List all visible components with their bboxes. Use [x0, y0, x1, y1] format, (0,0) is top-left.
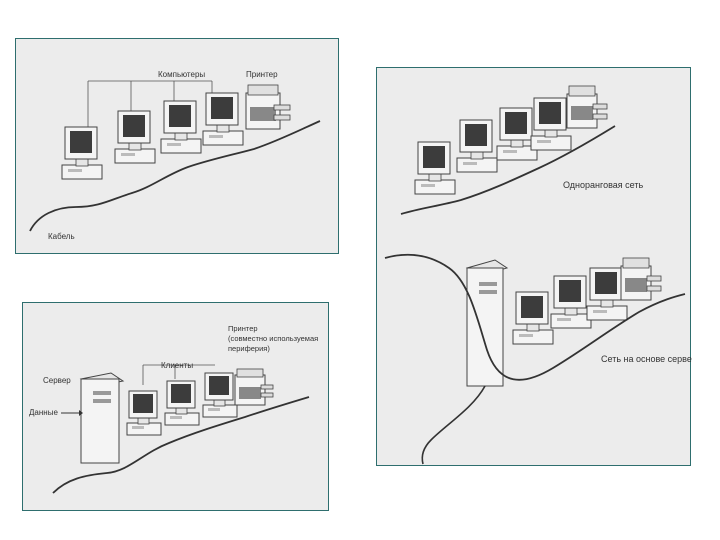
peer-computer-1: [414, 141, 456, 195]
server-network-label: Сеть на основе сервера: [601, 354, 692, 364]
server-cable-tail: [421, 385, 486, 465]
computer-4: [202, 92, 244, 146]
bus-network-illustration: Компьютеры Принтер Кабель: [29, 70, 321, 241]
computer-1: [61, 126, 103, 180]
network-comparison-illustration: Одноранговая сеть Сеть на основе сервера: [384, 85, 692, 465]
computer-3: [160, 100, 202, 154]
client-3: [202, 372, 238, 418]
clients-label: Клиенты: [161, 361, 193, 370]
printer-label-shared: (совместно используемая: [228, 334, 318, 343]
network-comparison-diagram: Одноранговая сеть Сеть на основе сервера: [376, 67, 692, 466]
peer-cable: [400, 125, 616, 215]
network-cable: [52, 396, 310, 494]
server-network-illustration: Сервер Данные Клиенты Принтер (совместно…: [29, 324, 318, 494]
computer-2: [114, 110, 156, 164]
data-label: Данные: [29, 408, 58, 417]
server-tower: [465, 259, 509, 387]
server-network-cable: [384, 253, 686, 381]
printer: [245, 84, 291, 130]
printer-label: Принтер: [228, 324, 258, 333]
shared-printer: [234, 368, 274, 406]
server-tower: [79, 372, 125, 464]
printer-label-peripheral: периферия): [228, 344, 270, 353]
printer-label: Принтер: [246, 70, 278, 79]
cable-label: Кабель: [48, 232, 75, 241]
peer-computer-3: [496, 107, 538, 161]
server-network-diagram: Сервер Данные Клиенты Принтер (совместно…: [22, 302, 329, 511]
client-computer-1: [512, 291, 554, 345]
computers-label: Компьютеры: [158, 70, 205, 79]
peer-printer: [566, 85, 608, 129]
server-network-printer: [620, 257, 662, 301]
peer-computer-2: [456, 119, 498, 173]
server-label: Сервер: [43, 376, 71, 385]
client-computer-2: [550, 275, 592, 329]
peer-network-label: Одноранговая сеть: [563, 180, 643, 190]
client-2: [164, 380, 200, 426]
client-1: [126, 390, 162, 436]
bus-network-diagram: Компьютеры Принтер Кабель: [15, 38, 339, 254]
bus-cable: [29, 120, 321, 232]
peer-computer-4: [530, 97, 572, 151]
